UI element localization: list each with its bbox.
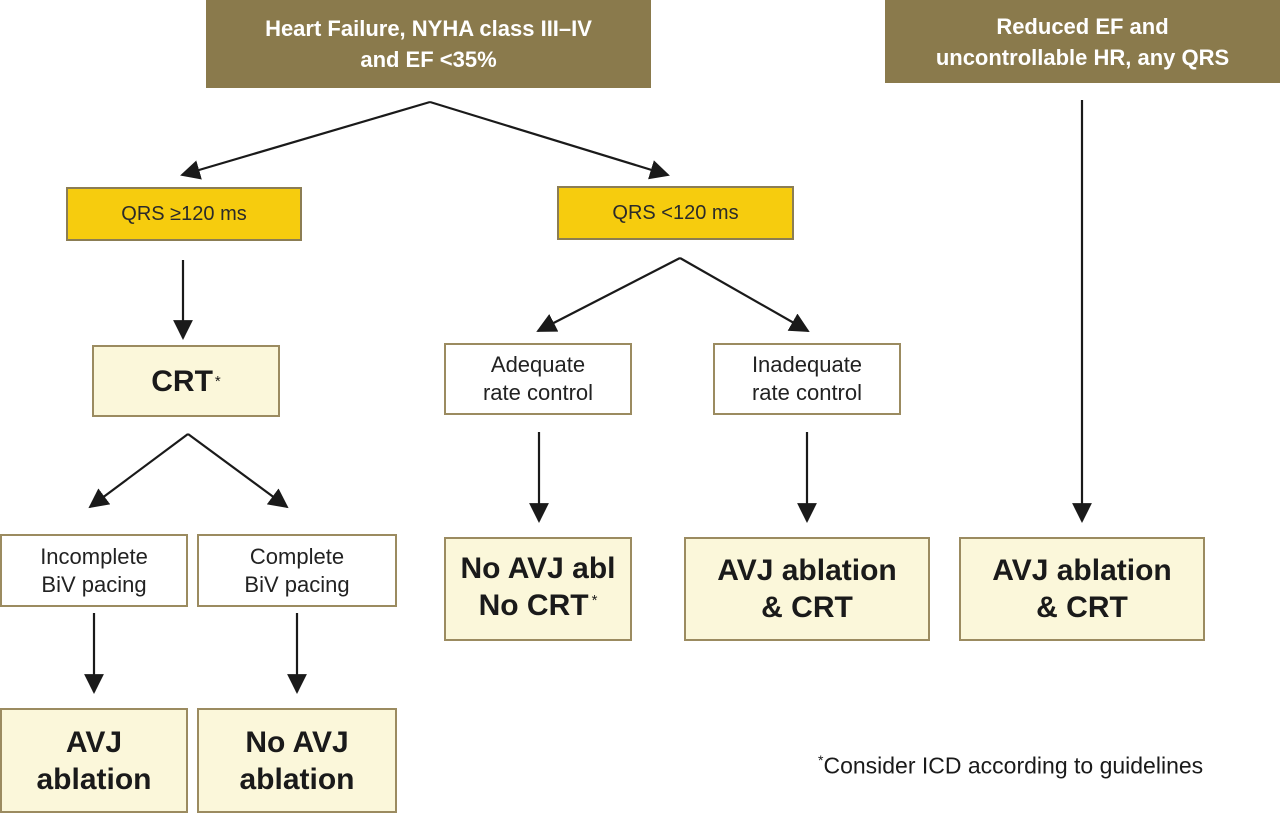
no-avj-abl-no-crt-box: No AVJ abl No CRT*: [444, 537, 632, 641]
incomplete-biv-pacing-box: Incomplete BiV pacing: [0, 534, 188, 607]
arrow-hf-to-narrow-qrs: [429, 100, 670, 180]
complete-biv-pacing-box: Complete BiV pacing: [197, 534, 397, 607]
crt-label: CRT: [151, 364, 213, 398]
avj-ablation-box: AVJ ablation: [0, 708, 188, 813]
icd-footnote: *Consider ICD according to guidelines: [818, 752, 1203, 780]
crt-box: CRT*: [92, 345, 280, 417]
footnote-asterisk: *: [818, 752, 824, 768]
no-crt-asterisk: *: [591, 591, 598, 609]
avj-ablation-crt-box-middle: AVJ ablation & CRT: [684, 537, 930, 641]
heart-failure-header: Heart Failure, NYHA class III–IV and EF …: [206, 0, 651, 88]
arrow-crt-to-incomplete: [88, 433, 189, 509]
qrs-wide-box: QRS ≥120 ms: [66, 187, 302, 241]
footnote-text: Consider ICD according to guidelines: [823, 752, 1204, 779]
arrow-narrow-qrs-to-adequate: [536, 257, 681, 332]
no-avj-abl-line: No AVJ abl: [460, 551, 616, 585]
qrs-narrow-box: QRS <120 ms: [557, 186, 794, 240]
no-avj-ablation-box: No AVJ ablation: [197, 708, 397, 813]
reduced-ef-header: Reduced EF and uncontrollable HR, any QR…: [885, 0, 1280, 83]
arrow-crt-to-complete: [187, 433, 289, 509]
arrow-hf-to-wide-qrs: [180, 100, 431, 180]
no-crt-line: No CRT: [478, 588, 589, 622]
adequate-rate-control-box: Adequate rate control: [444, 343, 632, 415]
inadequate-rate-control-box: Inadequate rate control: [713, 343, 901, 415]
avj-ablation-crt-box-right: AVJ ablation & CRT: [959, 537, 1205, 641]
crt-asterisk: *: [214, 372, 221, 390]
arrow-narrow-qrs-to-inadequate: [679, 257, 810, 332]
